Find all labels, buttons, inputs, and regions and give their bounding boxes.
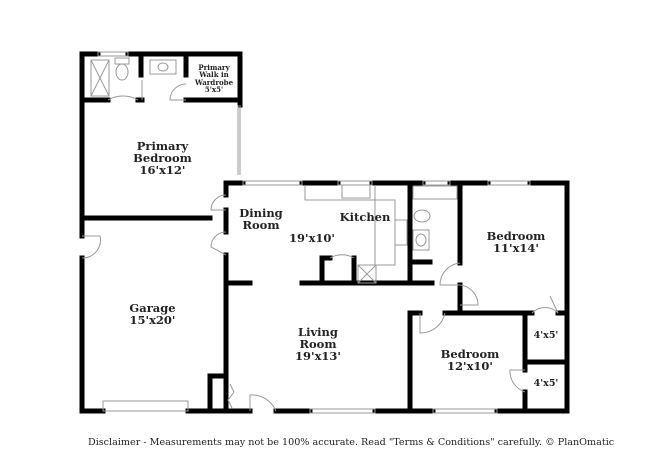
room-size: 16'x12' bbox=[139, 163, 186, 178]
room-size: 11'x14' bbox=[493, 241, 539, 256]
room-name: Living Room bbox=[298, 325, 338, 352]
room-name: Dining Room bbox=[239, 206, 283, 233]
room-name: Primary Walk in Wardrobe bbox=[194, 63, 234, 87]
kitchen-size-label: 19'x10' bbox=[282, 232, 342, 244]
bedroom-2-label: Bedroom 12'x10' bbox=[430, 348, 510, 372]
closet-1-label: 4'x5' bbox=[533, 330, 559, 341]
room-name: Bedroom bbox=[440, 347, 500, 361]
walls bbox=[79, 51, 570, 414]
dining-room-label: Dining Room bbox=[232, 207, 290, 231]
room-size: 19'x13' bbox=[295, 349, 341, 364]
windows-doors-fixtures bbox=[81, 51, 559, 414]
bedroom-1-label: Bedroom 11'x14' bbox=[476, 230, 556, 254]
closet-2-label: 4'x5' bbox=[533, 378, 559, 389]
room-name: Bedroom bbox=[486, 229, 546, 243]
room-size: 15'x20' bbox=[129, 313, 176, 328]
room-size: 5'x5' bbox=[204, 85, 224, 95]
primary-walk-in-label: Primary Walk in Wardrobe 5'x5' bbox=[190, 63, 238, 95]
disclaimer: Disclaimer - Measurements may not be 100… bbox=[88, 437, 615, 448]
room-name: Kitchen bbox=[339, 210, 391, 224]
living-room-label: Living Room 19'x13' bbox=[283, 326, 353, 362]
room-size: 19'x10' bbox=[289, 231, 335, 245]
kitchen-label: Kitchen bbox=[330, 211, 400, 223]
garage-label: Garage 15'x20' bbox=[115, 302, 190, 326]
room-name: Garage bbox=[129, 301, 176, 315]
room-size: 12'x10' bbox=[447, 359, 493, 374]
room-name: Primary Bedroom bbox=[133, 139, 192, 166]
primary-bedroom-label: Primary Bedroom 16'x12' bbox=[115, 140, 210, 176]
